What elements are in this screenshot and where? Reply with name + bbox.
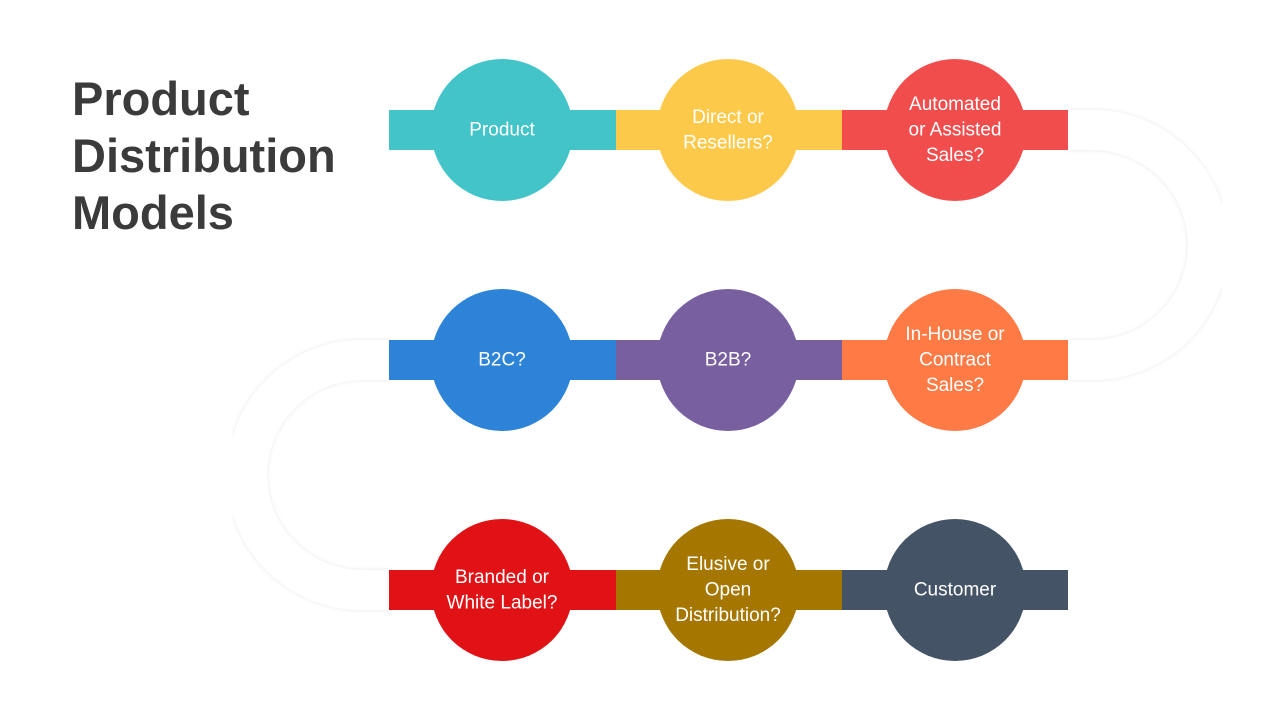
step-5-label-line-1: B2B?: [705, 350, 751, 371]
steps-layer: Product Direct or Resellers? Automated or As…: [389, 59, 1068, 661]
step-6-label-line-1: B2C?: [478, 350, 526, 371]
step-3-label-line-2: or Assisted: [909, 120, 1002, 141]
step-1-label-line-1: Product: [469, 120, 535, 141]
connector-path: [227, 110, 1228, 610]
step-7-circle: [431, 519, 573, 661]
step-7: Branded or White Label?: [389, 519, 616, 661]
title-line-1: Product: [72, 72, 250, 125]
step-9: Customer: [842, 519, 1068, 661]
step-9-circle: [884, 519, 1026, 661]
connector-curve-left: [227, 340, 389, 610]
step-3-circle: [884, 59, 1026, 201]
step-6: B2C?: [389, 289, 616, 431]
step-2-label-line-1: Direct or: [692, 107, 764, 128]
title-line-2: Distribution: [72, 129, 336, 182]
connector-curve-right: [1068, 110, 1228, 380]
step-8-circle: [657, 519, 799, 661]
step-5: B2B?: [616, 289, 842, 431]
step-1-circle: [431, 59, 573, 201]
step-8-label-line-3: Distribution?: [675, 605, 781, 626]
step-8-label-line-2: Open: [705, 580, 751, 601]
step-4-label-line-2: Contract: [919, 350, 992, 371]
step-7-label-line-1: Branded or: [455, 567, 550, 588]
step-4-circle: [884, 289, 1026, 431]
step-2: Direct or Resellers?: [616, 59, 842, 201]
step-8-label-line-1: Elusive or: [686, 554, 770, 575]
title-line-3: Models: [72, 186, 234, 239]
step-7-label-line-2: White Label?: [447, 592, 558, 613]
step-5-circle: [657, 289, 799, 431]
step-4-label-line-3: Sales?: [926, 375, 984, 396]
step-3-label-line-1: Automated: [909, 94, 1001, 115]
step-2-label-line-2: Resellers?: [683, 132, 773, 153]
step-1: Product: [389, 59, 616, 201]
step-3-label-line-3: Sales?: [926, 145, 984, 166]
step-2-circle: [657, 59, 799, 201]
page-title: Product Distribution Models: [72, 70, 392, 241]
step-6-circle: [431, 289, 573, 431]
step-4-label-line-1: In-House or: [905, 324, 1005, 345]
step-9-label-line-1: Customer: [914, 580, 997, 601]
